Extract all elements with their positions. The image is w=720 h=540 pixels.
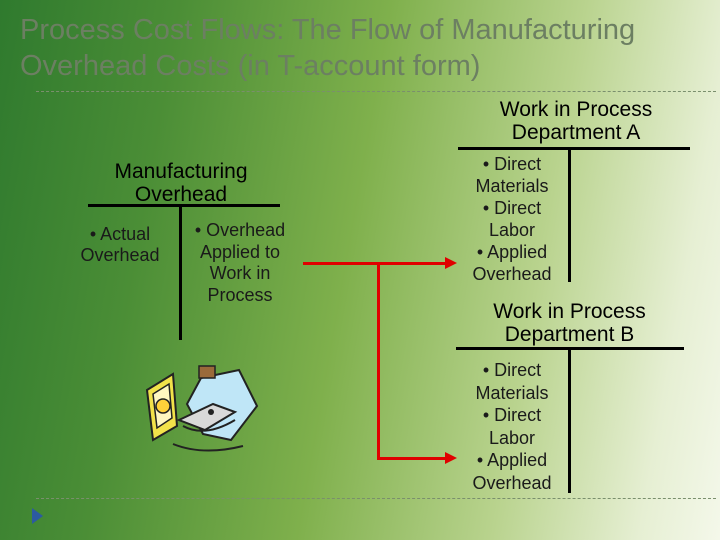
title-divider <box>36 91 716 92</box>
wip-a-center-line <box>568 148 571 282</box>
wip-b-debit: • Direct Materials • Direct Labor • Appl… <box>472 360 552 493</box>
mfg-overhead-top-line <box>88 204 280 207</box>
title-line-2: Overhead Costs (in T-account form) <box>20 50 481 82</box>
arrow-b-shaft <box>377 457 447 460</box>
wip-a-debit: • Direct Materials • Direct Labor • Appl… <box>472 154 552 284</box>
arrow-b-head <box>445 452 457 464</box>
arrow-a-shaft <box>303 262 447 265</box>
wip-b-header: Work in Process Department B <box>493 300 646 346</box>
arrow-branch-vertical <box>377 262 380 460</box>
slide-title: Process Cost Flows: The Flow of Manufact… <box>20 12 710 84</box>
mfg-overhead-debit: • Actual Overhead <box>80 224 160 265</box>
wip-a-header: Work in Process Department A <box>499 98 653 144</box>
computer-cartoon-icon <box>145 365 259 452</box>
mfg-overhead-credit: • Overhead Applied to Work in Process <box>194 220 286 305</box>
play-triangle-icon[interactable] <box>32 508 43 524</box>
mfg-overhead-center-line <box>179 205 182 340</box>
footer-divider <box>36 498 716 499</box>
mfg-overhead-header: Manufacturing Overhead <box>114 160 248 206</box>
wip-a-top-line <box>458 147 690 150</box>
wip-b-center-line <box>568 348 571 493</box>
arrow-a-head <box>445 257 457 269</box>
title-line-1: Process Cost Flows: The Flow of Manufact… <box>20 14 636 46</box>
